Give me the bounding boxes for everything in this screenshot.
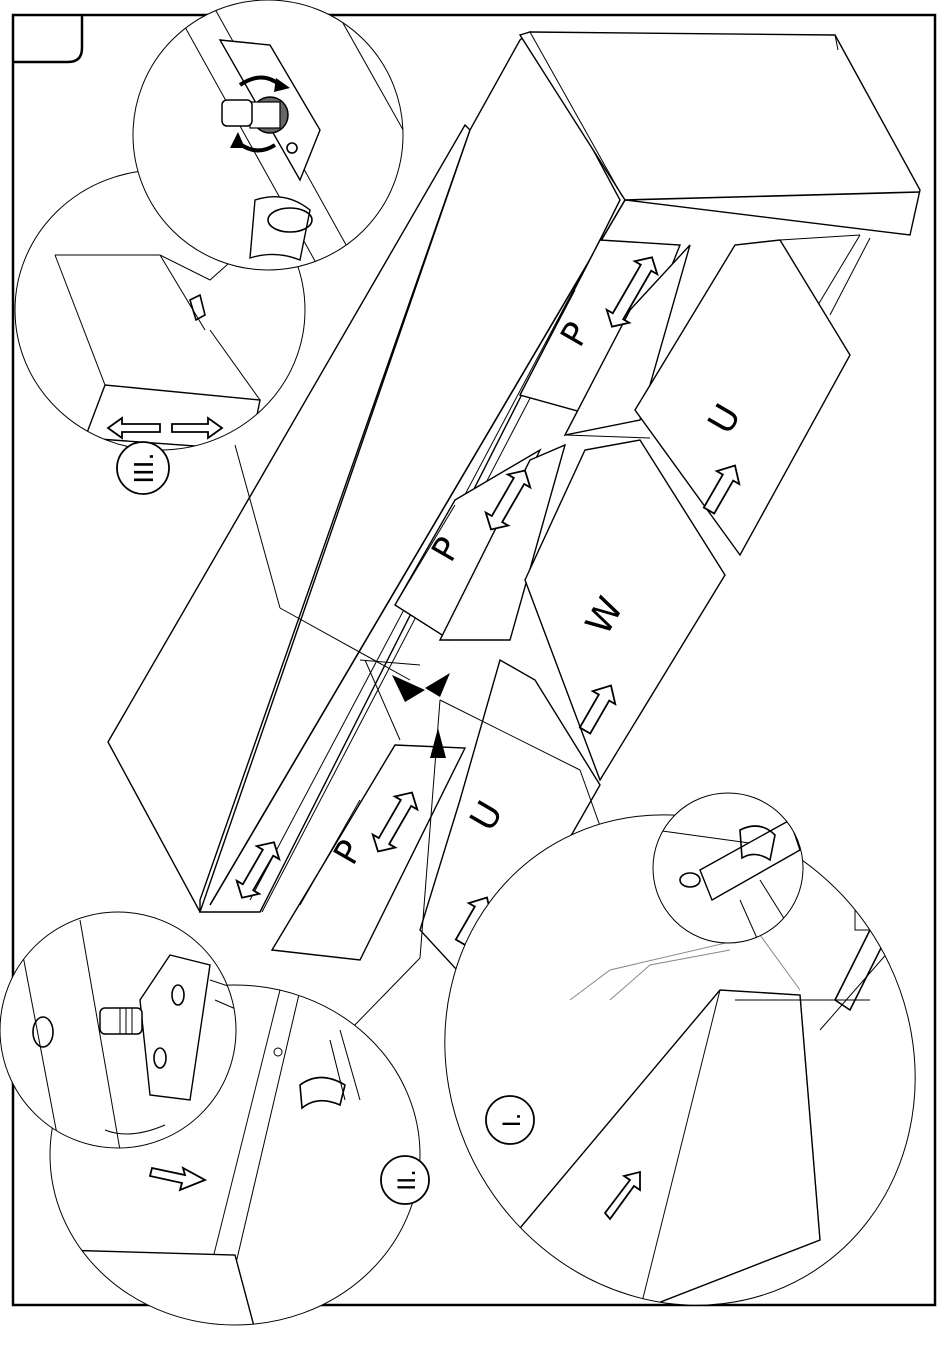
detail-1-label: I. xyxy=(498,1113,526,1128)
detail-clip xyxy=(653,793,803,945)
detail-3-label: III. xyxy=(130,452,160,483)
detail-2-label: II. xyxy=(393,1169,421,1191)
